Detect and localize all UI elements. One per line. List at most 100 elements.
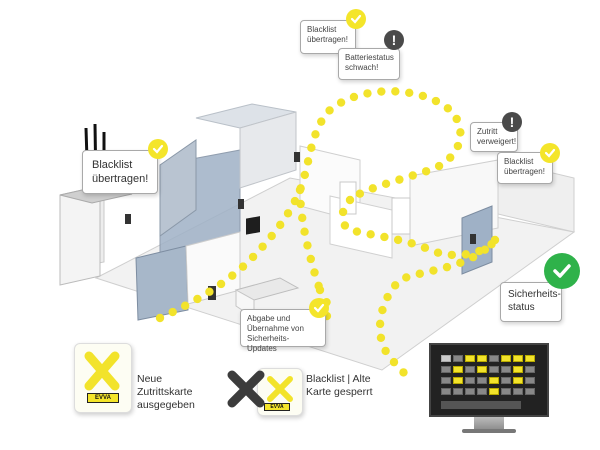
- monitor-key: [501, 355, 511, 362]
- x-cross-icon: [227, 370, 265, 408]
- check-icon: [540, 143, 560, 163]
- route-dot: [443, 104, 453, 113]
- access-card-new: EVVA: [74, 343, 132, 413]
- x-cross-icon: [267, 376, 293, 402]
- route-dot: [456, 128, 465, 137]
- route-dot: [434, 161, 444, 171]
- route-dot: [300, 170, 309, 180]
- route-dot: [363, 89, 372, 98]
- brand-logo: EVVA: [264, 403, 290, 411]
- monitor-screen: [429, 343, 549, 417]
- monitor-key: [513, 355, 523, 362]
- route-dot: [368, 184, 378, 193]
- monitor-base: [462, 429, 516, 433]
- route-dot: [306, 254, 315, 264]
- legend-new-card: Neue Zutrittskarte ausgegeben: [137, 373, 195, 411]
- route-dot: [390, 281, 400, 290]
- monitor-key: [525, 377, 535, 384]
- x-cross-icon: [84, 351, 120, 391]
- glass-door-right: [461, 205, 493, 275]
- route-dot: [216, 279, 226, 289]
- route-dot: [393, 235, 403, 245]
- reader: [294, 152, 300, 162]
- route-dot: [391, 87, 400, 96]
- monitor-key: [513, 388, 523, 395]
- monitor-key: [525, 366, 535, 373]
- monitor-key: [489, 388, 499, 395]
- monitor-key: [453, 388, 463, 395]
- route-dot: [298, 213, 307, 223]
- route-dot: [376, 333, 386, 342]
- route-dot: [453, 141, 463, 151]
- route-dot: [345, 195, 355, 205]
- route-dot: [349, 92, 359, 102]
- route-dot: [283, 209, 293, 218]
- route-dot: [447, 250, 457, 260]
- route-dot: [421, 167, 431, 176]
- route-dot: [303, 241, 312, 250]
- route-dot: [303, 157, 313, 166]
- door: [391, 197, 411, 235]
- glass-door: [135, 245, 189, 321]
- monitor-key: [489, 366, 499, 373]
- monitor-key: [513, 366, 523, 373]
- dotted-route: [155, 87, 500, 377]
- route-dot: [429, 266, 438, 275]
- monitor-key: [465, 377, 475, 384]
- monitor-key: [453, 355, 463, 362]
- route-dot: [155, 313, 165, 323]
- monitor-key: [453, 366, 463, 373]
- route-dot: [248, 252, 258, 262]
- monitor-key: [441, 388, 451, 395]
- route-dot: [408, 171, 417, 180]
- route-dot: [355, 189, 365, 198]
- monitor-key: [477, 388, 487, 395]
- route-dot: [389, 357, 399, 367]
- monitor-key: [441, 355, 451, 362]
- access-card-blocked: EVVA: [257, 368, 303, 416]
- route-dot: [420, 243, 430, 252]
- route-dot: [381, 179, 391, 189]
- monitor-key: [477, 355, 487, 362]
- route-dot: [336, 98, 346, 107]
- route-dot: [378, 305, 387, 315]
- route-dot: [180, 301, 190, 310]
- route-dot: [405, 88, 414, 98]
- check-icon: [148, 139, 168, 159]
- monitor-key: [489, 377, 499, 384]
- monitor-key: [441, 366, 451, 373]
- route-dot: [415, 269, 424, 278]
- route-dot: [310, 268, 319, 277]
- monitor-key: [477, 366, 487, 373]
- route-dot: [307, 143, 316, 152]
- monitor-key: [501, 377, 511, 384]
- route-dot: [399, 368, 408, 377]
- check-icon: [346, 9, 366, 29]
- route-dot: [402, 273, 411, 282]
- callout-battery: Batteriestatus schwach!: [338, 48, 400, 80]
- monitor-key: [513, 377, 523, 384]
- check-icon: [309, 298, 329, 318]
- monitor-key: [525, 388, 535, 395]
- legend-blacklist: Blacklist | Alte Karte gesperrt: [306, 373, 373, 398]
- monitor-key: [501, 366, 511, 373]
- check-icon: [544, 253, 580, 289]
- monitor-key: [525, 355, 535, 362]
- monitor-key: [465, 388, 475, 395]
- brand-logo: EVVA: [87, 393, 119, 403]
- route-dot: [407, 239, 416, 248]
- route-dot: [193, 294, 202, 304]
- monitor-key: [465, 366, 475, 373]
- route-dot: [325, 106, 334, 115]
- exclamation-icon: !: [502, 112, 522, 132]
- desk-monitor: [246, 216, 260, 235]
- route-dot: [395, 175, 404, 184]
- callout-security-status: Sicherheits-status: [500, 282, 562, 322]
- route-dot: [317, 117, 326, 126]
- route-dot: [228, 271, 237, 280]
- reader: [238, 199, 244, 209]
- monitor-stand: [474, 417, 504, 431]
- route-dot: [431, 96, 441, 106]
- route-dot: [490, 235, 500, 245]
